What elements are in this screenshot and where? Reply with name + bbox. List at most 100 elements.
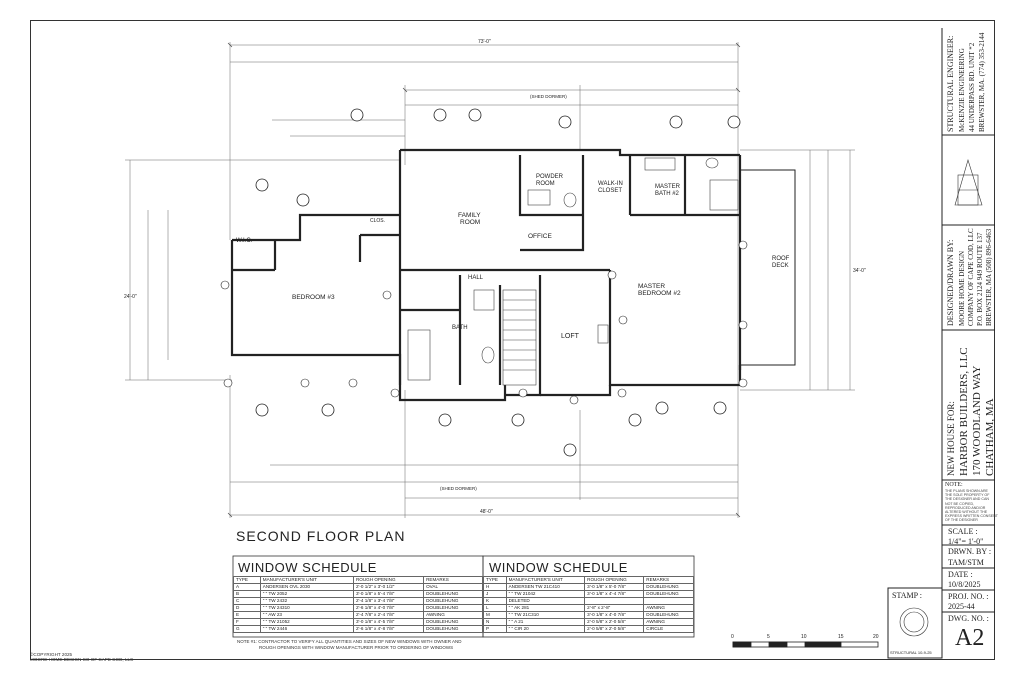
room-label-closet: CLOS.	[370, 218, 386, 224]
date-label: DATE :	[948, 570, 973, 579]
cell: P	[483, 625, 507, 633]
cell: DOUBLEHUNG	[423, 625, 483, 633]
window-schedule-left-table: TYPE MANUFACTURER'S UNIT ROUGH OPENING R…	[233, 576, 483, 633]
cell: 3'-0 1/8" x 4'-0 7/8"	[584, 611, 645, 619]
cell: AWNING	[643, 604, 694, 612]
room-label-roof-deck-2: DECK	[772, 263, 789, 269]
cell: DOUBLEHUNG	[423, 604, 483, 612]
room-label-family-room-2: ROOM	[460, 219, 481, 226]
room-label-bedroom-3: BEDROOM #3	[292, 294, 335, 301]
cell: " " A 21	[505, 618, 586, 626]
window-schedule-right-title: WINDOW SCHEDULE	[489, 560, 628, 575]
drawn-by-label: DRWN. BY :	[948, 547, 992, 556]
col-header: MANUFACTURER'S UNIT	[505, 576, 586, 584]
cell: G	[233, 625, 261, 633]
col-header: TYPE	[483, 576, 507, 584]
project-number-value: 2025-44	[948, 602, 975, 611]
col-header: REMARKS	[643, 576, 694, 584]
drawing-sheet-border	[30, 20, 995, 660]
drawn-by-value: TAM/STM	[948, 558, 984, 567]
cell: 2'-4 1/8" x 3'-4 7/8"	[352, 597, 425, 605]
room-label-roof-deck-1: ROOF	[772, 256, 790, 262]
drawing-number-label: DWG. NO. :	[948, 614, 989, 623]
copyright-line-2: MOORE HOME DESIGN CO OF CAPE COD, LLC	[30, 657, 134, 662]
note-label: NOTE:	[945, 482, 963, 488]
window-schedule-right-table: TYPE MANUFACTURER'S UNIT ROUGH OPENING R…	[483, 576, 694, 633]
cell: " " TW 24310	[259, 604, 354, 612]
cell	[643, 597, 694, 605]
room-label-walk-in-closet-2: CLOSET	[598, 188, 623, 194]
scale-bar-label: 0	[731, 634, 734, 640]
cell: 3'-0 1/8" x 4'-5 7/8"	[352, 618, 425, 626]
cell: " " TW 2052	[259, 590, 354, 598]
designer-note-line: ALTERED WITHOUT THE	[945, 510, 988, 515]
scale-bar-label: 5	[767, 634, 770, 640]
dimension-dormer-bottom: (SHED DORMER)	[440, 486, 477, 491]
dimension-left-side: 24'-0"	[124, 294, 137, 300]
designer-note-line: THE DESIGNER AND CAN	[945, 497, 989, 502]
col-header: ROUGH OPENING	[352, 576, 425, 584]
designer-note-line: THE SOLE PROPERTY OF	[945, 493, 990, 498]
cell: DELETED	[505, 597, 586, 605]
stamp-footer: STRUCTURAL 10-9-25	[890, 650, 932, 655]
cell: " " AW 23	[259, 611, 354, 619]
scale-bar-label: 10	[801, 634, 807, 640]
room-label-bath: BATH	[452, 325, 468, 331]
room-label-powder-room-1: POWDER	[536, 174, 563, 180]
cell: F	[233, 618, 261, 626]
cell: DOUBLEHUNG	[423, 590, 483, 598]
dimension-overall-top: 73'-0"	[478, 39, 491, 45]
schedule-note: NOTE #1: CONTRACTOR TO VERIFY ALL QUANTI…	[237, 639, 462, 651]
cell: ANDERSEN OVL 2030	[259, 583, 354, 591]
cell: A	[233, 583, 261, 591]
cell: C	[233, 597, 261, 605]
cell: 3'-0 1/8" x 4'-4 7/8"	[584, 590, 645, 598]
cell: D	[233, 604, 261, 612]
cell: 2'-8" x 2'-8"	[584, 604, 645, 612]
table-header-row: TYPE MANUFACTURER'S UNIT ROUGH OPENING R…	[483, 576, 694, 584]
cell: DOUBLEHUNG	[643, 590, 694, 598]
scale-value: 1/4"= 1'-0"	[948, 537, 984, 546]
cell: M	[483, 611, 507, 619]
cell: " " TW 2432	[259, 597, 354, 605]
window-schedule-left-title: WINDOW SCHEDULE	[238, 560, 377, 575]
project-label: NEW HOUSE FOR:	[946, 401, 956, 476]
scale-bar-label: 15	[838, 634, 844, 640]
cell: ANDERSEN TW 21C410	[505, 583, 586, 591]
col-header: TYPE	[233, 576, 261, 584]
cell: " " CIR 20	[505, 625, 586, 633]
room-label-hall: HALL	[468, 275, 484, 281]
cell: 2'-0 5/8" x 2'-0 5/8"	[584, 625, 645, 633]
cell: 2'-4 7/8" x 2'-4 7/8"	[352, 611, 425, 619]
cell: E	[233, 611, 261, 619]
room-label-walk-in-closet-1: WALK-IN	[598, 181, 623, 187]
project-line-1: HARBOR BUILDERS, LLC	[958, 347, 970, 476]
cell: DOUBLEHUNG	[643, 611, 694, 619]
cell: DOUBLEHUNG	[643, 583, 694, 591]
designer-line-1: MOORE HOME DESIGN	[958, 250, 966, 326]
room-label-master-bath-1: MASTER	[655, 184, 681, 190]
cell: H	[483, 583, 507, 591]
cell: OVAL	[423, 583, 483, 591]
page-title: SECOND FLOOR PLAN	[236, 528, 406, 544]
designer-line-4: BREWSTER, MA (508) 896-6463	[985, 228, 993, 326]
designer-note-line: REPRODUCED AND/OR	[945, 505, 986, 510]
engineer-line-1: McKENZIE ENGINEERING	[958, 48, 966, 132]
cell: 2'-6 1/8" x 4'-8 7/8"	[352, 625, 425, 633]
cell: CIRCLE	[643, 625, 694, 633]
col-header: REMARKS	[423, 576, 483, 584]
cell: J	[483, 590, 507, 598]
project-line-2: 170 WOODLAND WAY	[971, 365, 983, 476]
cell: " " TW 21C310	[505, 611, 586, 619]
